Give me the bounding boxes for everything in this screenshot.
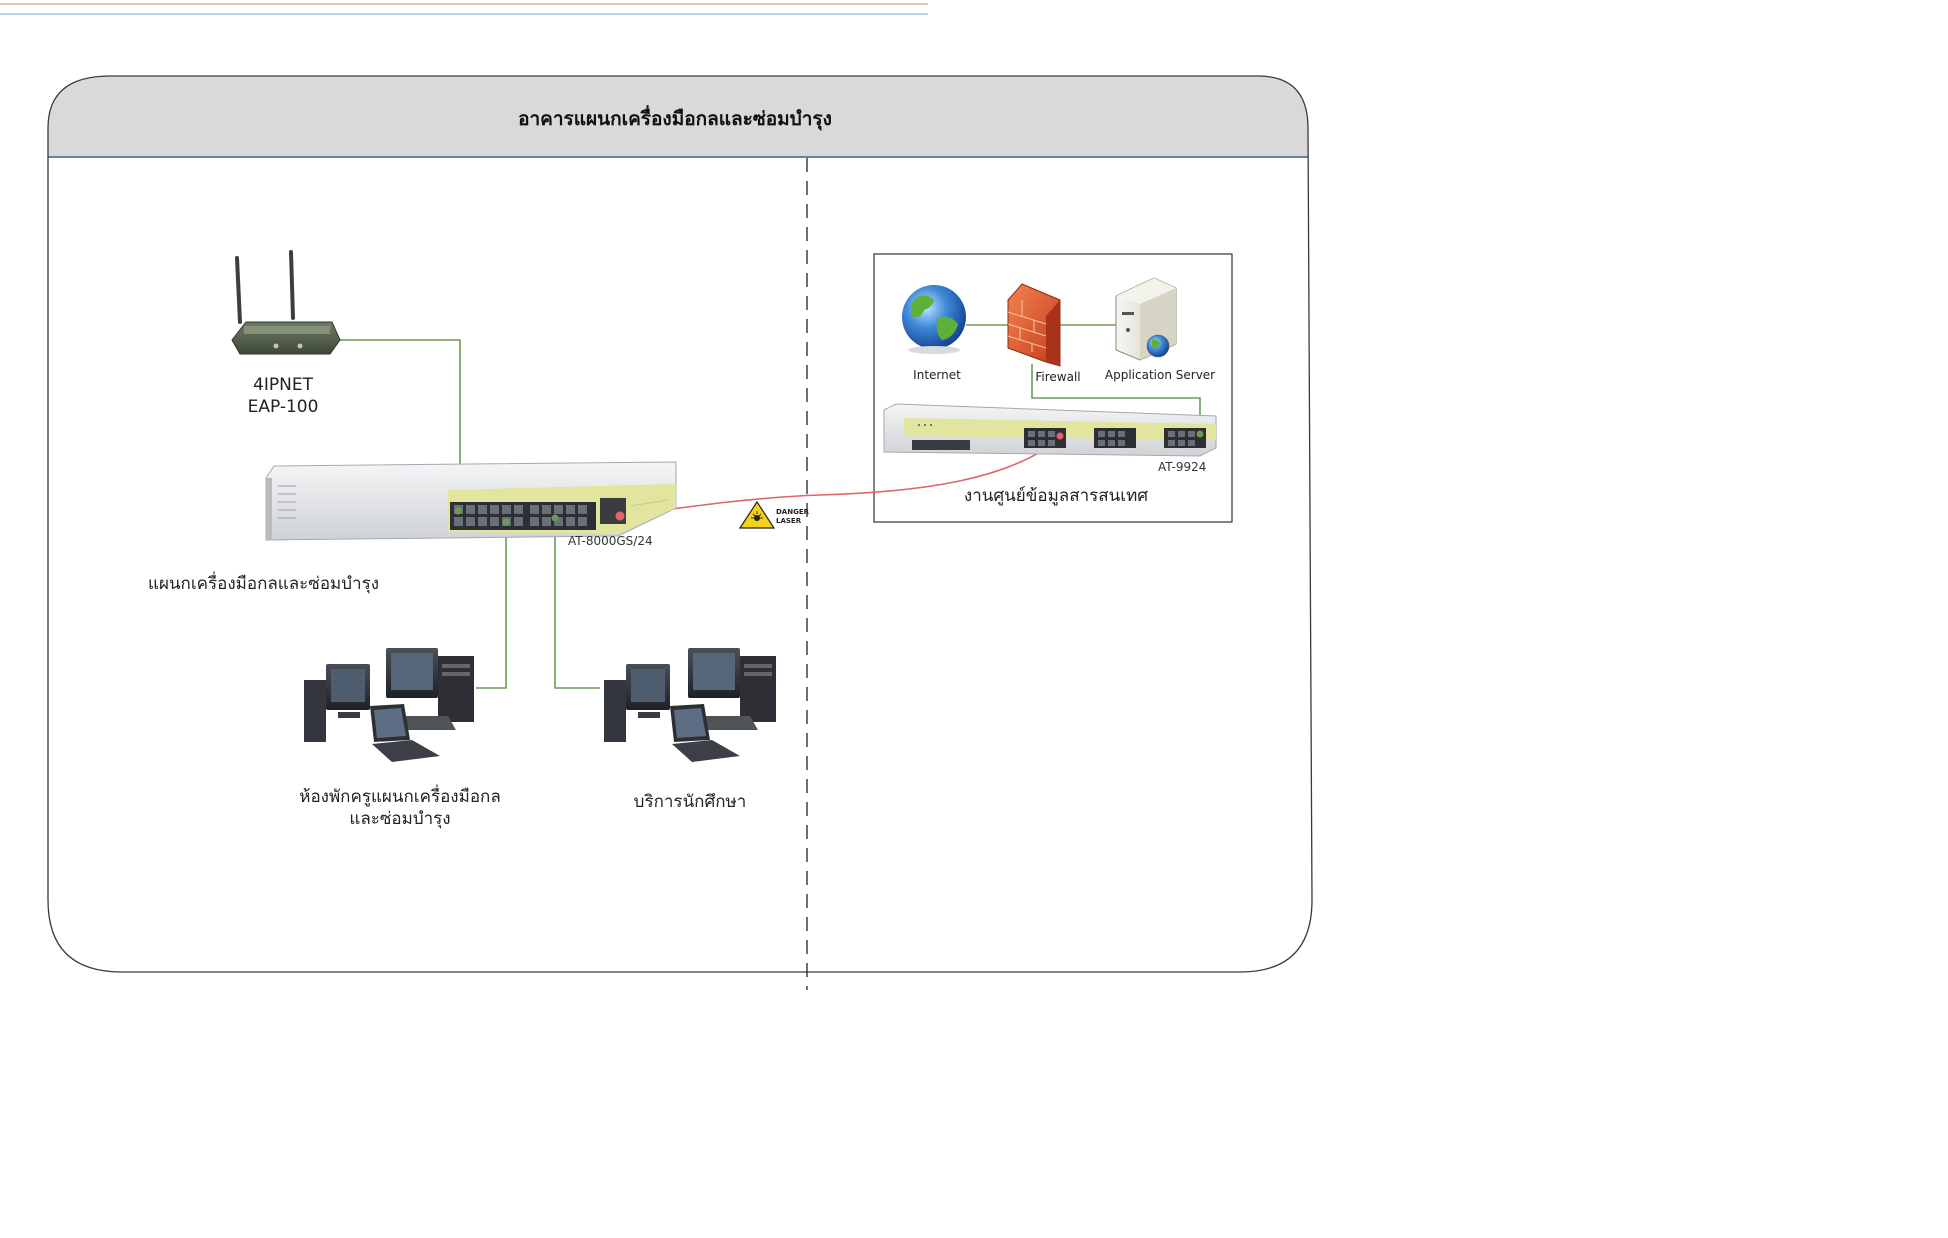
server-icon [1115,277,1177,361]
laser-warning-line1: DANGER [776,508,810,516]
internet-label: Internet [913,368,961,382]
department-label: แผนกเครื่องมือกลและซ่อมบำรุง [148,574,380,594]
pc-group-staff-line2: และซ่อมบำรุง [349,809,451,829]
firewall-icon [1007,283,1061,367]
access-point-model: EAP-100 [247,397,319,417]
top-rule-blue [0,13,928,15]
building-outline [47,75,1313,973]
laser-warning-icon [738,500,776,529]
laser-warning-line2: LASER [776,517,802,525]
laser-warning-label: DANGER LASER [776,508,809,526]
app-server-label: Application Server [1104,368,1216,382]
links [340,324,1201,689]
link-switch-to-student-pcs [554,518,600,689]
pc-group-students-label: บริการนักศึกษา [633,792,747,812]
datacenter-box [873,253,1233,523]
core-switch-icon [883,403,1217,457]
pc-group-staff-label: ห้องพักครูแผนกเครื่องมือกล และซ่อมบำรุง [270,786,530,830]
globe-icon [902,285,966,354]
core-switch-model-label: AT-9924 [1158,460,1207,474]
pc-group-staff-line1: ห้องพักครูแผนกเครื่องมือกล [299,787,501,807]
access-point-label: 4IPNET EAP-100 [228,374,338,418]
switch-icon [265,461,677,541]
pc-group-students [604,648,776,762]
network-diagram [47,75,1313,990]
wireless-ap-icon [231,250,341,355]
link-ap-to-switch [340,339,461,512]
desktop-pc-icon [304,648,474,742]
building-frame [47,75,1313,990]
link-switch-to-staff-pcs [476,522,507,689]
firewall-label: Firewall [1035,370,1081,384]
access-point-brand: 4IPNET [253,375,313,395]
desktop-pc-icon [604,648,776,742]
pc-group-staff [304,648,474,762]
datacenter-label: งานศูนย์ข้อมูลสารสนเทศ [963,486,1149,506]
laptop-icon [370,704,440,762]
laptop-icon [670,704,740,762]
building-title: อาคารแผนกเครื่องมือกลและซ่อมบำรุง [518,108,832,130]
link-fiber-switch-to-core [619,437,1061,517]
top-rule-tan [0,3,928,5]
switch-model-label: AT-8000GS/24 [568,534,653,548]
header-band [48,76,1308,156]
